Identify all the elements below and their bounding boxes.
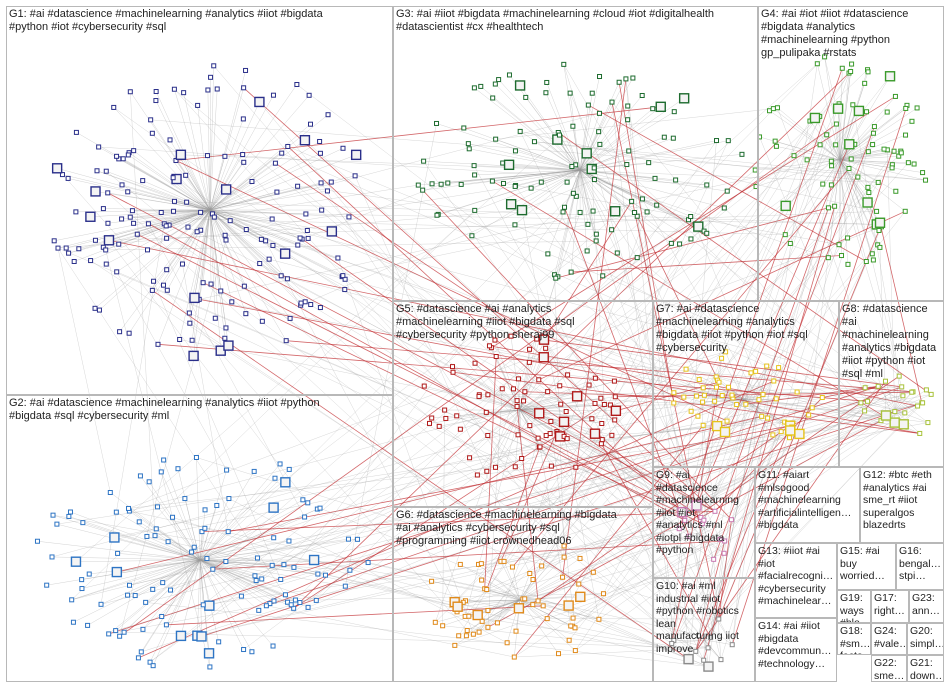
group-label-g13: G13: #iiot #ai #iot #facialrecogni… #cyb… [758, 545, 834, 608]
group-label-g23: G23: ann… [912, 592, 941, 617]
group-box-g23: G23: ann… [909, 590, 944, 623]
group-label-g19: G19: ways #blo… [840, 592, 868, 623]
group-label-g8: G8: #datascience #ai #machinelearning #a… [842, 303, 941, 381]
group-box-g1: G1: #ai #datascience #machinelearning #a… [6, 6, 393, 395]
group-box-g5: G5: #datascience #ai #analytics #machine… [393, 301, 653, 507]
group-box-g9: G9: #ai #datascience #machinelearning #i… [653, 467, 755, 578]
group-box-g15: G15: #ai buy worried… [837, 543, 896, 590]
group-label-g10: G10: #ai #ml industrial #iiot #python #r… [656, 580, 752, 655]
group-label-g4: G4: #ai #iot #iiot #datascience #bigdata… [761, 8, 941, 60]
group-box-g7: G7: #ai #datascience #machinelearning #a… [653, 301, 839, 467]
group-label-g7: G7: #ai #datascience #machinelearning #a… [656, 303, 836, 355]
group-box-g16: G16: bengal… stpi… [896, 543, 944, 590]
group-box-g17: G17: right… [871, 590, 909, 623]
group-label-g24: G24: #vale… [874, 625, 904, 650]
group-label-g1: G1: #ai #datascience #machinelearning #a… [9, 8, 390, 34]
group-label-g3: G3: #ai #iiot #bigdata #machinelearning … [396, 8, 755, 34]
group-box-g13: G13: #iiot #ai #iot #facialrecogni… #cyb… [755, 543, 837, 618]
group-label-g14: G14: #ai #iiot #bigdata #devcommun… #tec… [758, 620, 834, 670]
group-label-g15: G15: #ai buy worried… [840, 545, 893, 583]
group-box-g6: G6: #datascience #machinelearning #bigda… [393, 507, 653, 682]
group-box-g3: G3: #ai #iiot #bigdata #machinelearning … [393, 6, 758, 301]
group-label-g20: G20: simpl… [910, 625, 941, 650]
group-box-g12: G12: #btc #eth #analytics #ai sme_rt #ii… [860, 467, 944, 543]
group-box-g18: G18: #sm… facto… [837, 623, 871, 655]
group-label-g5: G5: #datascience #ai #analytics #machine… [396, 303, 650, 342]
group-box-g20: G20: simpl… [907, 623, 944, 655]
group-box-g19: G19: ways #blo… [837, 590, 871, 623]
group-box-g4: G4: #ai #iot #iiot #datascience #bigdata… [758, 6, 944, 301]
group-box-g2: G2: #ai #datascience #machinelearning #a… [6, 395, 393, 682]
group-label-g18: G18: #sm… facto… [840, 625, 868, 655]
group-box-g14: G14: #ai #iiot #bigdata #devcommun… #tec… [755, 618, 837, 682]
group-box-g10: G10: #ai #ml industrial #iiot #python #r… [653, 578, 755, 682]
group-label-g22: G22: sme… [874, 657, 904, 682]
group-label-g16: G16: bengal… stpi… [899, 545, 941, 583]
group-box-g11: G11: #aiart #mlsogood #machinelearning #… [755, 467, 860, 543]
group-label-g21: G21: down… [910, 657, 941, 682]
group-label-g12: G12: #btc #eth #analytics #ai sme_rt #ii… [863, 469, 941, 532]
group-label-g17: G17: right… [874, 592, 906, 617]
group-box-g21: G21: down… [907, 655, 944, 682]
group-label-g6: G6: #datascience #machinelearning #bigda… [396, 509, 650, 548]
group-label-g11: G11: #aiart #mlsogood #machinelearning #… [758, 469, 857, 532]
group-box-g24: G24: #vale… [871, 623, 907, 655]
group-box-g8: G8: #datascience #ai #machinelearning #a… [839, 301, 944, 467]
group-label-g2: G2: #ai #datascience #machinelearning #a… [9, 397, 390, 423]
group-box-g22: G22: sme… [871, 655, 907, 682]
group-label-g9: G9: #ai #datascience #machinelearning #i… [656, 469, 752, 557]
